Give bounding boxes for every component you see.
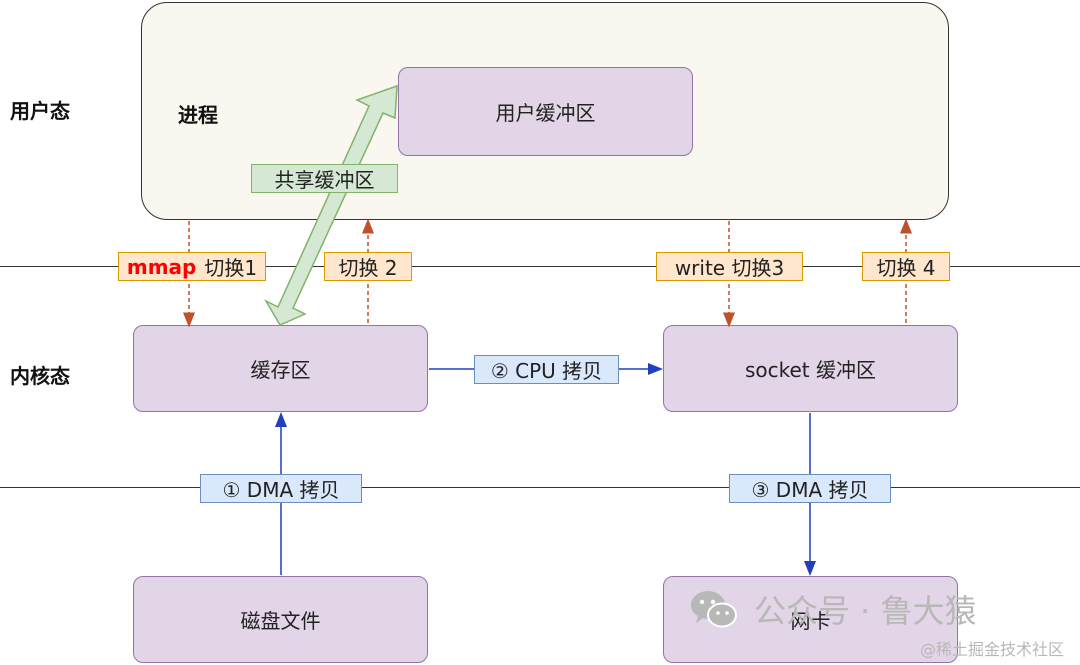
- switch1-label: 切换1: [204, 256, 258, 280]
- kernel-hardware-boundary: [0, 487, 1080, 488]
- sub-watermark: @稀土掘金技术社区: [920, 640, 1065, 659]
- watermark: 公众号 · 鲁大猿: [690, 587, 977, 631]
- process-label: 进程: [178, 103, 218, 127]
- switch3-tag: write 切换3: [656, 252, 803, 281]
- dma-copy-3-label: ③ DMA 拷贝: [751, 478, 869, 502]
- disk-file-box: 磁盘文件: [133, 576, 428, 663]
- switch4-label: 切换 4: [876, 256, 936, 280]
- shared-buffer-label: 共享缓冲区: [274, 168, 375, 192]
- switch2-label: 切换 2: [338, 256, 398, 280]
- dma-copy-1-label: ① DMA 拷贝: [222, 478, 340, 502]
- socket-buffer-box: socket 缓冲区: [663, 325, 958, 412]
- shared-buffer-arrow: [264, 84, 398, 326]
- switch4-tag: 切换 4: [862, 252, 950, 281]
- user-kernel-boundary: [0, 266, 1080, 267]
- cpu-copy-tag: ② CPU 拷贝: [474, 355, 619, 384]
- kernel-space-label: 内核态: [10, 364, 70, 388]
- dma-copy-3-tag: ③ DMA 拷贝: [729, 474, 891, 503]
- socket-buffer-label: socket 缓冲区: [744, 358, 877, 382]
- user-buffer-label: 用户缓冲区: [495, 101, 596, 125]
- wechat-icon: [691, 591, 737, 628]
- user-space-label: 用户态: [10, 99, 70, 123]
- shared-buffer-tag: 共享缓冲区: [251, 164, 398, 193]
- switch1-tag: mmap 切换1: [118, 252, 266, 281]
- cpu-copy-label: ② CPU 拷贝: [490, 359, 603, 383]
- user-buffer-box: 用户缓冲区: [398, 67, 693, 156]
- disk-file-label: 磁盘文件: [240, 609, 321, 633]
- dma-copy-1-tag: ① DMA 拷贝: [200, 474, 362, 503]
- mmap-keyword: mmap: [126, 254, 197, 279]
- nic-label: 网卡: [790, 609, 831, 633]
- watermark-text: 公众号 · 鲁大猿: [754, 592, 977, 630]
- switch2-tag: 切换 2: [324, 252, 412, 281]
- cache-label: 缓存区: [250, 358, 311, 382]
- switch3-label: write 切换3: [674, 256, 785, 280]
